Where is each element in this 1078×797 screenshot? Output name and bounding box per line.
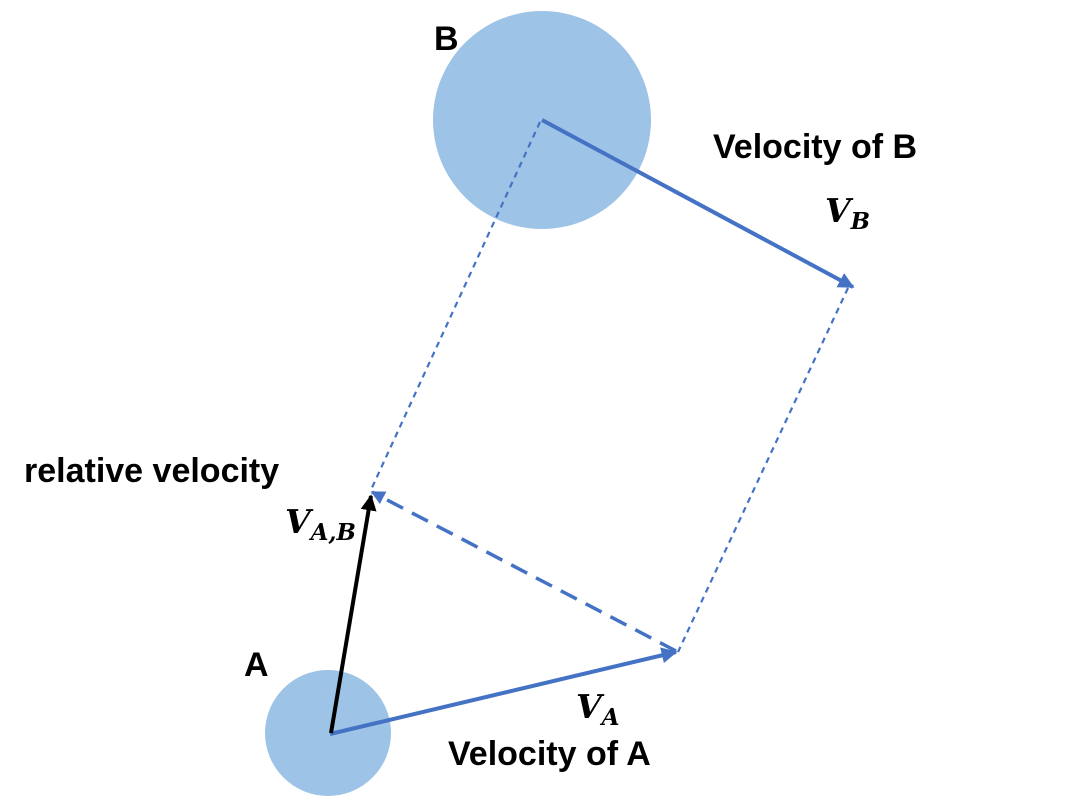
velocity-b-arrow xyxy=(541,118,855,289)
construction-dashed-line-right xyxy=(677,287,849,653)
vab-symbol-sub: A,B xyxy=(309,519,356,546)
vab-symbol: VA,B xyxy=(285,502,356,546)
vb-symbol-sub: B xyxy=(850,208,870,235)
relative-velocity-arrow xyxy=(329,494,377,734)
construction-dashed-line-left xyxy=(369,121,541,493)
vb-symbol: VB xyxy=(825,191,870,235)
negative-vb-dashed-arrow xyxy=(370,490,677,653)
body-b-label: B xyxy=(434,20,459,58)
velocity-a-caption: Velocity of A xyxy=(448,735,651,773)
va-symbol-main: V xyxy=(576,687,605,726)
va-symbol-sub: A xyxy=(600,704,620,731)
vb-symbol-main: V xyxy=(825,191,854,230)
body-a-circle xyxy=(265,670,391,796)
velocity-b-caption: Velocity of B xyxy=(713,128,917,166)
body-a-label: A xyxy=(244,646,269,684)
velocity-a-arrow xyxy=(329,647,678,736)
va-symbol: VA xyxy=(576,687,619,731)
vab-symbol-main: V xyxy=(285,502,314,541)
relative-velocity-caption: relative velocity xyxy=(24,452,279,490)
